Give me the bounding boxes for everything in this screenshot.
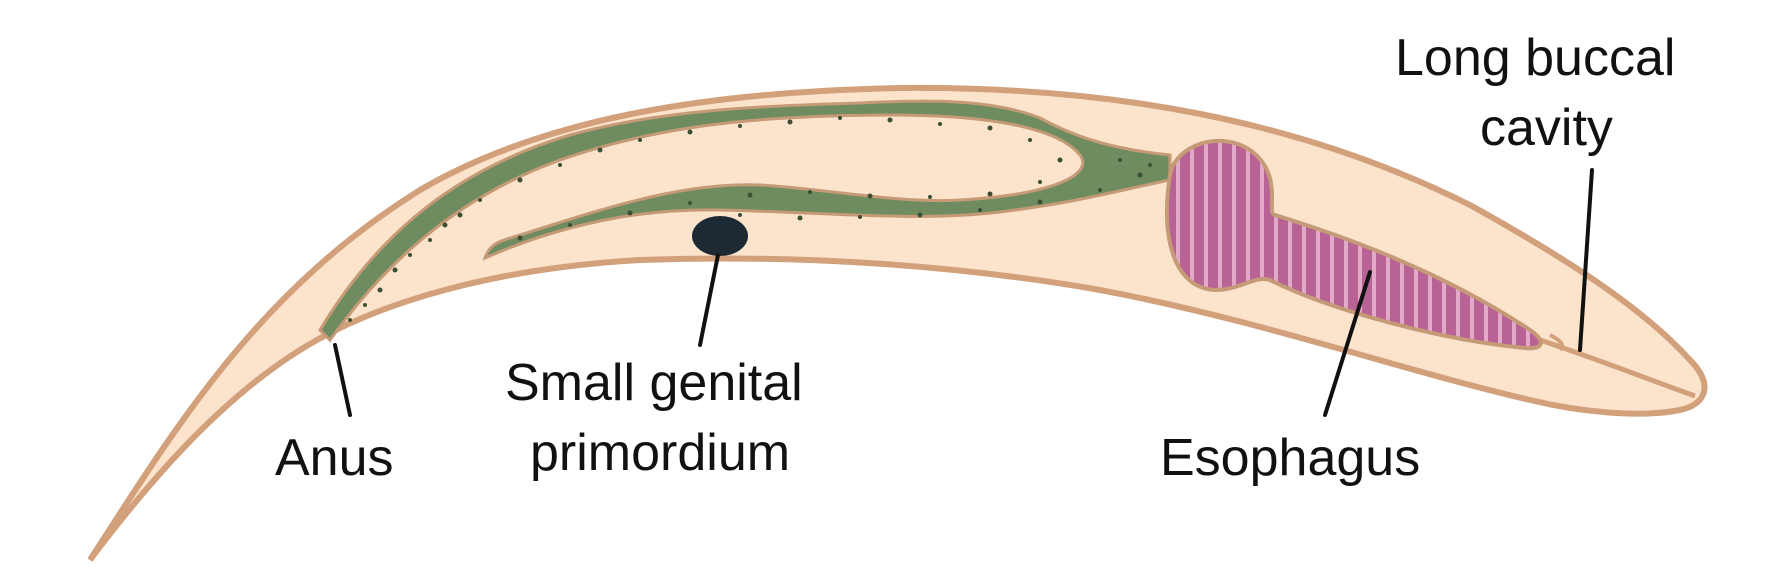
buccal-cavity-label-line2: cavity xyxy=(1480,99,1613,157)
esophagus-leader xyxy=(1323,270,1372,417)
esophagus-label: Esophagus xyxy=(1160,429,1420,487)
genital-primordium-leader xyxy=(698,253,720,347)
buccal-cavity-leader xyxy=(1578,168,1594,352)
buccal-cavity xyxy=(1549,333,1564,352)
genital-primordium-label-line1: Small genital xyxy=(505,354,803,412)
intestine-granules xyxy=(348,116,1152,322)
buccal-cavity-label-line1: Long buccal xyxy=(1395,29,1675,87)
genital-primordium-label-line2: primordium xyxy=(530,424,790,482)
esophagus xyxy=(1165,139,1543,351)
genital-primordium xyxy=(692,216,748,256)
intestine xyxy=(318,99,1172,343)
anus-label: Anus xyxy=(275,429,394,487)
anus-leader xyxy=(333,343,352,417)
larva-body xyxy=(87,84,1708,562)
